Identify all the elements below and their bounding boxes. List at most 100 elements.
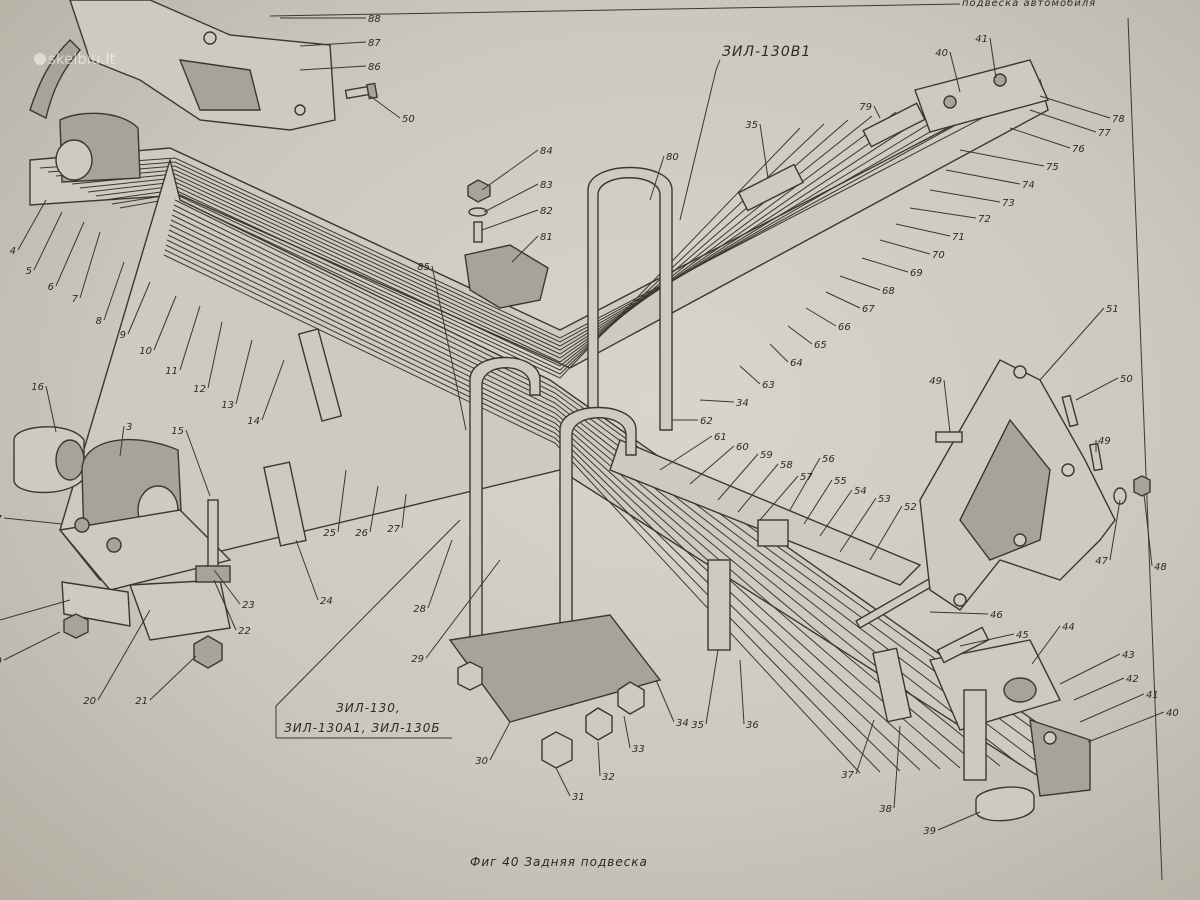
callout-leader (185, 429, 211, 497)
callout-leader (959, 633, 1015, 647)
callout-label: 56 (822, 454, 835, 465)
callout-label: 71 (952, 232, 965, 243)
callout-label: 82 (540, 206, 553, 217)
brake-tube (29, 39, 81, 120)
callout-leader (759, 475, 799, 521)
callout-leader (481, 209, 539, 231)
callout-label: 70 (932, 250, 945, 261)
callout-leader (861, 257, 909, 273)
center-u-bolt-assembly (448, 356, 662, 769)
callout-leader (825, 291, 861, 309)
clip-13 (297, 328, 343, 422)
callout-label: 46 (990, 610, 1003, 621)
callout-label: 72 (978, 214, 991, 225)
upper-leaf-spring (29, 59, 1049, 379)
callout-label: 21 (135, 696, 148, 707)
callout-label: 68 (882, 286, 895, 297)
callout-label: 54 (854, 486, 867, 497)
bolt-17 (106, 537, 122, 553)
nut-21 (193, 635, 223, 669)
lower-spring-leaf (172, 209, 1041, 765)
callout-label: 30 (475, 756, 488, 767)
watermark-icon (34, 53, 46, 65)
callout-leader (481, 149, 539, 191)
nut-31 (541, 731, 573, 769)
callout-leader (787, 325, 813, 345)
figure-caption: Фиг 40 Задняя подвеска (470, 855, 648, 869)
rear-shackle-assembly (929, 626, 1091, 822)
callout-leader (1075, 377, 1119, 401)
spring-end-40 (1029, 718, 1091, 797)
callout-leader (427, 539, 453, 609)
callout-label: 79 (859, 102, 872, 113)
callout-leader (819, 489, 853, 537)
callout-layer: 8887865084838281803579404178777675747372… (0, 14, 1179, 837)
clip-38 (872, 647, 912, 723)
callout-leader (803, 479, 833, 525)
callout-leader (1079, 693, 1145, 723)
callout-leader (929, 189, 1001, 203)
callout-leader (261, 359, 285, 421)
callout-label: 41 (1146, 690, 1159, 701)
model-leader-bottom (275, 519, 461, 738)
u-bolt-28 (469, 356, 541, 661)
callout-leader (737, 463, 779, 513)
clip-35-lower (707, 559, 731, 651)
callout-label: 34 (676, 718, 689, 729)
bushing-16-bore (55, 439, 85, 481)
callout-label: 48 (1154, 562, 1167, 573)
callout-leader (739, 365, 761, 385)
callout-leader (1039, 95, 1111, 119)
upper-spring-leaf (111, 123, 825, 375)
lower-spring-leaf (163, 254, 861, 774)
callout-label: 58 (780, 460, 793, 471)
callout-label: 17 (0, 514, 3, 525)
callout-label: 50 (402, 114, 415, 125)
clip-24 (263, 461, 307, 547)
callout-leader (1087, 711, 1165, 743)
callout-leader (945, 169, 1021, 185)
callout-leader (805, 307, 837, 327)
callout-label: 51 (1106, 304, 1119, 315)
callout-label: 87 (368, 38, 381, 49)
callout-label: 41 (975, 34, 988, 45)
callout-label: 66 (838, 322, 851, 333)
bracket-hole (1061, 463, 1075, 477)
callout-label: 83 (540, 180, 553, 191)
callout-leader (425, 559, 501, 659)
callout-label: 29 (411, 654, 424, 665)
callout-leader (0, 599, 71, 621)
callout-label: 81 (540, 232, 553, 243)
callout-label: 31 (572, 792, 585, 803)
bracket-51-rib (959, 418, 1051, 561)
callout-leader (337, 469, 347, 533)
callout-label: 15 (171, 426, 184, 437)
callout-leader (213, 579, 237, 631)
callout-leader (699, 399, 735, 403)
callout-label: 88 (368, 14, 381, 25)
callout-leader (739, 659, 745, 725)
nut-19 (63, 613, 89, 639)
plate-hole (993, 73, 1007, 87)
callout-label: 59 (760, 450, 773, 461)
clip-79 (862, 102, 926, 148)
page-border-top (269, 3, 961, 17)
nut-84 (467, 179, 491, 203)
bolt-50-head (366, 82, 378, 100)
callout-leader (3, 631, 61, 661)
callout-label: 44 (1062, 622, 1075, 633)
callout-leader (149, 655, 197, 701)
upper-spring-leaf (87, 111, 897, 363)
bolt-50 (344, 82, 378, 100)
callout-label: 78 (1112, 114, 1125, 125)
nut-30b (457, 661, 483, 691)
callout-label: 12 (193, 384, 206, 395)
bracket-hole (953, 593, 967, 607)
upper-spring-plate-40 (914, 59, 1049, 133)
nut-33 (617, 681, 645, 715)
callout-label: 61 (714, 432, 727, 443)
callout-label: 49 (929, 376, 942, 387)
bushing-39 (975, 786, 1035, 822)
callout-leader (937, 811, 981, 831)
callout-label: 24 (320, 596, 333, 607)
